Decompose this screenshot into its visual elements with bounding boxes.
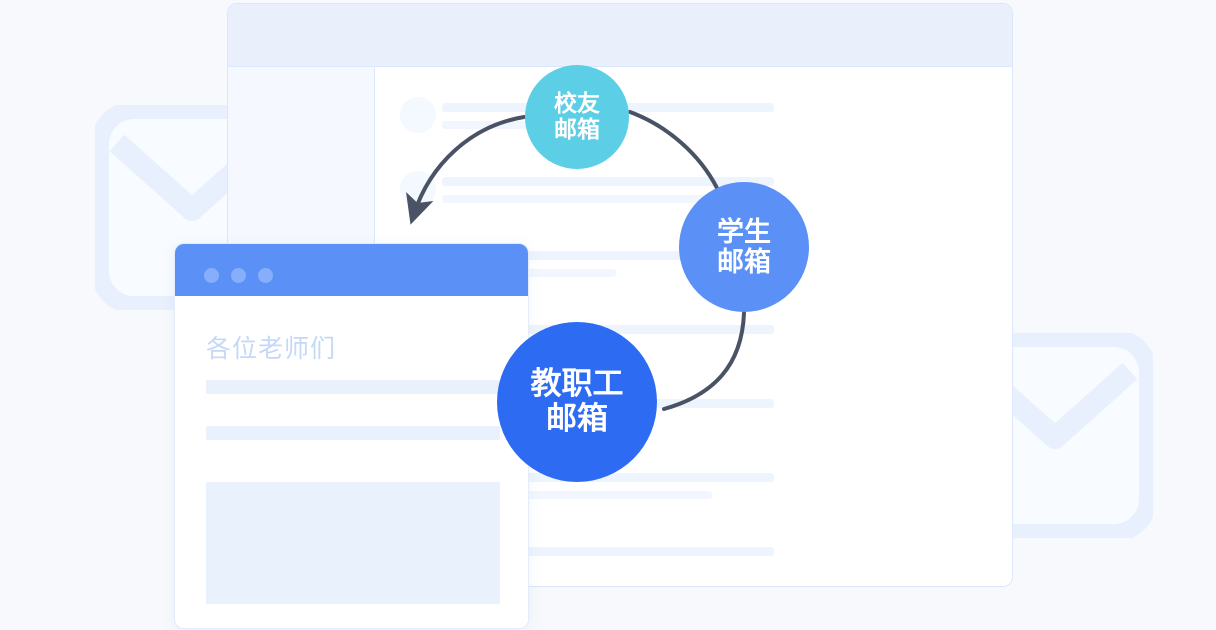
placeholder-line <box>442 251 774 260</box>
compose-body: 各位老师们 <box>175 296 528 628</box>
placeholder-line <box>442 491 712 499</box>
avatar <box>400 97 436 133</box>
placeholder-line <box>442 473 774 482</box>
placeholder-line <box>206 426 500 440</box>
flow-node-alumni-line2: 邮箱 <box>554 116 600 142</box>
flow-node-student-line1: 学生 <box>717 216 771 247</box>
flow-node-staff-line2: 邮箱 <box>546 401 608 436</box>
window-dot-close-icon[interactable] <box>204 268 219 283</box>
compose-mail-window[interactable]: 各位老师们 <box>174 243 529 629</box>
compose-content-block <box>206 482 500 604</box>
flow-node-alumni-mail[interactable]: 校友 邮箱 <box>525 65 629 169</box>
window-header-bar <box>228 4 1012 67</box>
placeholder-line <box>442 269 616 277</box>
compose-titlebar <box>175 244 528 296</box>
flow-node-student-line2: 邮箱 <box>717 247 771 277</box>
window-dot-maximize-icon[interactable] <box>258 268 273 283</box>
window-dot-minimize-icon[interactable] <box>231 268 246 283</box>
flow-node-student-mail[interactable]: 学生 邮箱 <box>679 182 809 312</box>
placeholder-line <box>206 380 500 394</box>
placeholder-line <box>442 177 774 186</box>
flow-node-staff-line1: 教职工 <box>530 366 624 402</box>
avatar <box>400 171 436 207</box>
compose-greeting-text: 各位老师们 <box>206 335 337 363</box>
flow-node-staff-mail[interactable]: 教职工 邮箱 <box>497 322 657 482</box>
flow-node-alumni-line1: 校友 <box>554 90 600 117</box>
placeholder-line <box>442 195 720 203</box>
placeholder-line <box>442 547 774 556</box>
